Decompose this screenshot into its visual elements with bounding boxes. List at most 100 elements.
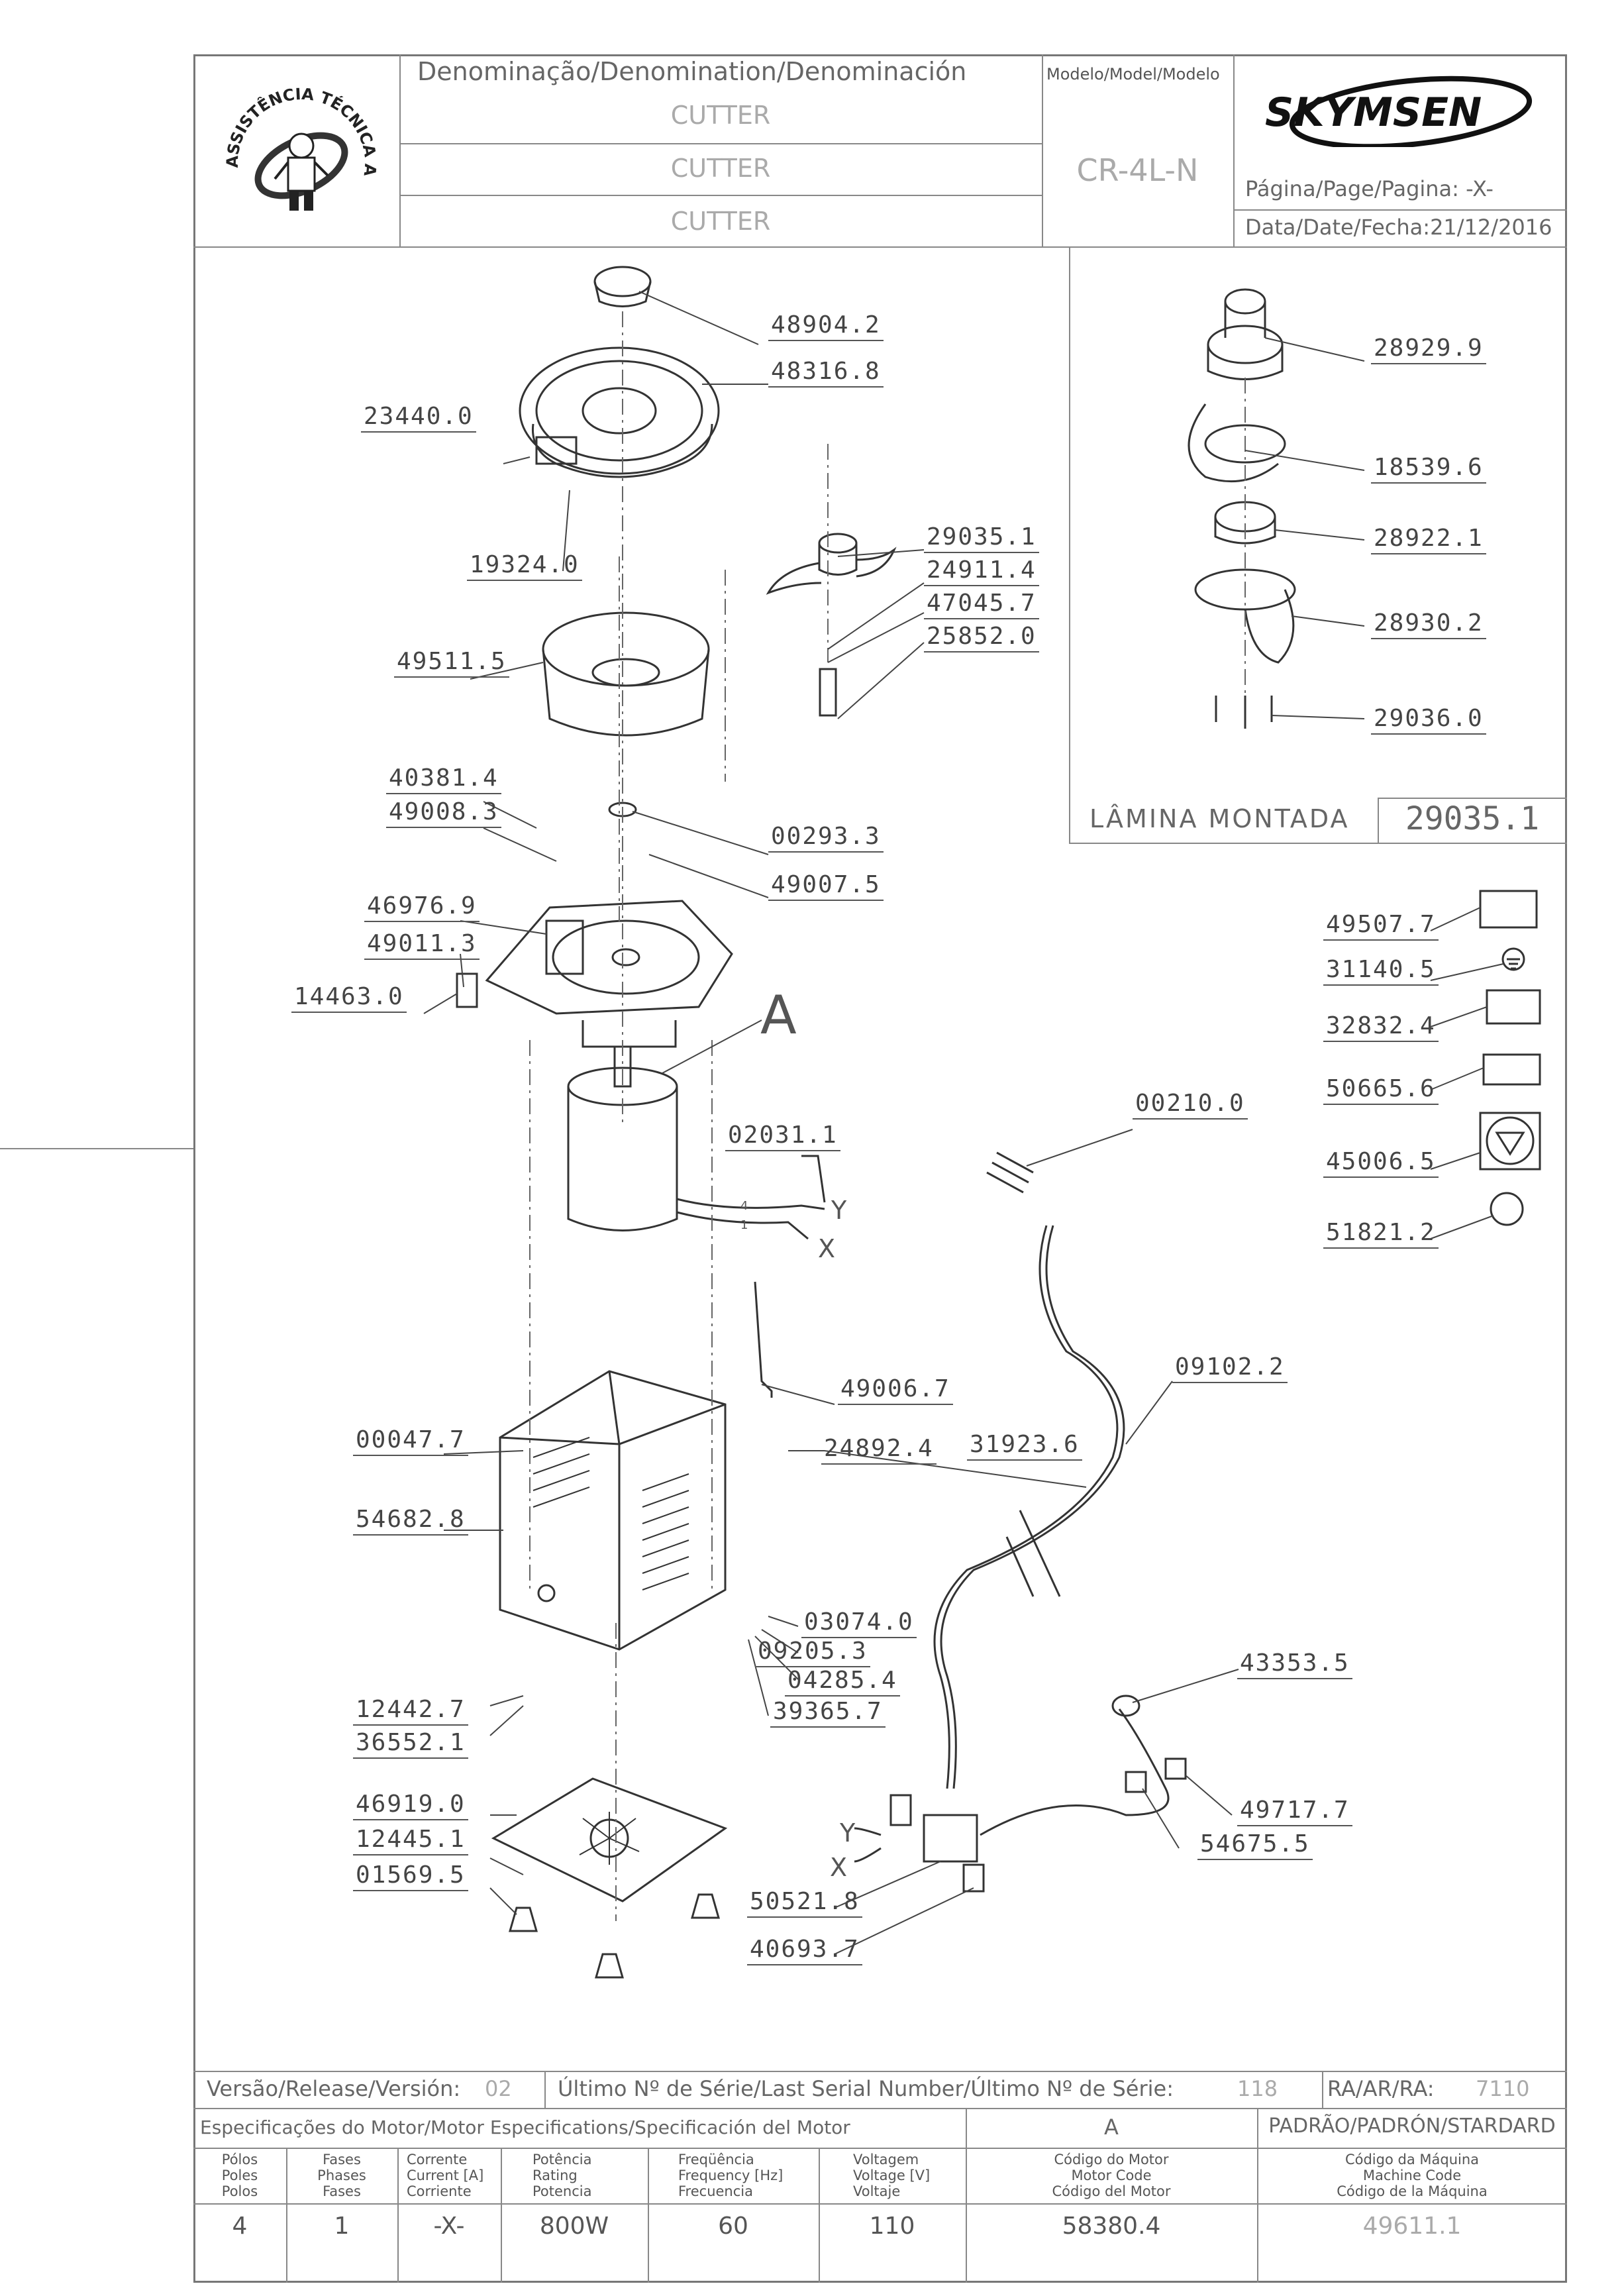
part-number: 24892.4	[821, 1435, 937, 1465]
relay-x-letter: X	[830, 1853, 847, 1882]
part-number: 40693.7	[747, 1936, 862, 1965]
part-number: 14463.0	[291, 983, 407, 1013]
part-number: 04285.4	[785, 1667, 900, 1696]
part-number: 31923.6	[967, 1431, 1082, 1461]
label-part-number: 49507.7	[1323, 911, 1439, 941]
blade-part-number: 29036.0	[1371, 705, 1486, 735]
denomination-pt: CUTTER	[670, 101, 771, 130]
part-number: 00047.7	[353, 1426, 468, 1456]
denomination-es: CUTTER	[670, 207, 771, 236]
label-part-number: 51821.2	[1323, 1219, 1439, 1249]
motor-callout-letter: A	[760, 984, 797, 1046]
part-number: 09102.2	[1172, 1353, 1288, 1383]
label-part-number: 31140.5	[1323, 956, 1439, 986]
assistencia-tecnica-seal: ASSISTÊNCIA TÉCNICA AUTORIZADA	[219, 73, 384, 238]
page-label: Página/Page/Pagina: -X-	[1245, 176, 1494, 201]
part-number: 43353.5	[1237, 1649, 1352, 1679]
date-value: 21/12/2016	[1430, 215, 1552, 240]
part-number: 49511.5	[394, 648, 509, 678]
version-label: Versão/Release/Versión:	[207, 2076, 461, 2101]
part-number: 02031.1	[725, 1122, 840, 1151]
relay-y-letter: Y	[839, 1818, 856, 1848]
label-part-number: 45006.5	[1323, 1148, 1439, 1178]
version-value: 02	[485, 2076, 512, 2101]
spec-frequency-value: 60	[718, 2213, 748, 2240]
label-part-number: 50665.6	[1323, 1075, 1439, 1105]
part-number: 39365.7	[770, 1698, 886, 1728]
part-number: 47045.7	[924, 590, 1039, 619]
part-number: 00210.0	[1133, 1090, 1248, 1120]
part-number: 49011.3	[364, 930, 480, 960]
part-number: 01569.5	[353, 1861, 468, 1891]
part-number: 48316.8	[768, 358, 884, 388]
label-part-number: 32832.4	[1323, 1012, 1439, 1042]
spec-poles-value: 4	[232, 2213, 248, 2240]
part-number: 49007.5	[768, 871, 884, 901]
part-number: 23440.0	[361, 403, 476, 433]
spec-motor-code-value: 58380.4	[1062, 2213, 1161, 2240]
wire-y-letter: Y	[831, 1196, 847, 1225]
part-number: 03074.0	[801, 1608, 917, 1638]
part-number: 19324.0	[467, 551, 582, 581]
denomination-label: Denominação/Denomination/Denominación	[417, 57, 967, 86]
part-number: 48904.2	[768, 311, 884, 341]
drawing-frame	[193, 54, 1567, 2283]
part-number: 46919.0	[353, 1791, 468, 1820]
date-label: Data/Date/Fecha:21/12/2016	[1245, 215, 1552, 240]
motor-spec-label: Especificações do Motor/Motor Especifica…	[200, 2116, 850, 2138]
part-number: 54675.5	[1197, 1830, 1313, 1860]
part-number: 54682.8	[353, 1506, 468, 1536]
blade-part-number: 28929.9	[1371, 335, 1486, 364]
part-number: 36552.1	[353, 1729, 468, 1759]
part-number: 49006.7	[838, 1375, 953, 1405]
spec-voltage-value: 110	[869, 2213, 915, 2240]
spec-phases-value: 1	[334, 2213, 350, 2240]
page-value: -X-	[1466, 176, 1494, 201]
part-number: 24911.4	[924, 556, 1039, 586]
part-number: 00293.3	[768, 823, 884, 853]
model-value: CR-4L-N	[1076, 152, 1199, 188]
part-number: 09205.3	[755, 1638, 870, 1667]
blade-part-number: 28930.2	[1371, 609, 1486, 639]
spec-machine-code-value: 49611.1	[1362, 2213, 1462, 2240]
motor-letter: A	[1104, 2114, 1119, 2140]
ra-value: 7110	[1476, 2076, 1530, 2101]
part-number: 49717.7	[1237, 1797, 1352, 1826]
wire-4-label: 4	[740, 1199, 748, 1213]
blade-assembly-code: 29035.1	[1405, 800, 1540, 837]
serial-value: 118	[1237, 2076, 1278, 2101]
spec-current-value: -X-	[433, 2213, 465, 2240]
blade-assembly-label: LÂMINA MONTADA	[1090, 804, 1350, 833]
denomination-en: CUTTER	[670, 154, 771, 183]
blade-part-number: 18539.6	[1371, 454, 1486, 484]
blade-part-number: 28922.1	[1371, 525, 1486, 554]
wire-1-label: 1	[740, 1218, 748, 1232]
standard-label: PADRÃO/PADRÓN/STARDARD	[1268, 2114, 1556, 2138]
part-number: 12442.7	[353, 1696, 468, 1726]
wire-x-letter: X	[818, 1234, 835, 1263]
part-number: 12445.1	[353, 1826, 468, 1855]
header-divider	[193, 246, 1567, 248]
part-number: 29035.1	[924, 523, 1039, 553]
skymsen-logo: SKYMSEN	[1245, 74, 1556, 147]
margin-line	[0, 1148, 193, 1149]
spec-rating-value: 800W	[539, 2213, 609, 2240]
part-number: 50521.8	[747, 1888, 862, 1918]
serial-label: Último Nº de Série/Last Serial Number/Úl…	[558, 2076, 1174, 2101]
svg-text:SKYMSEN: SKYMSEN	[1265, 89, 1482, 136]
part-number: 49008.3	[386, 798, 501, 828]
part-number: 40381.4	[386, 764, 501, 794]
ra-label: RA/AR/RA:	[1327, 2076, 1435, 2101]
model-label: Modelo/Model/Modelo	[1046, 65, 1220, 83]
part-number: 46976.9	[364, 892, 480, 922]
part-number: 25852.0	[924, 623, 1039, 652]
